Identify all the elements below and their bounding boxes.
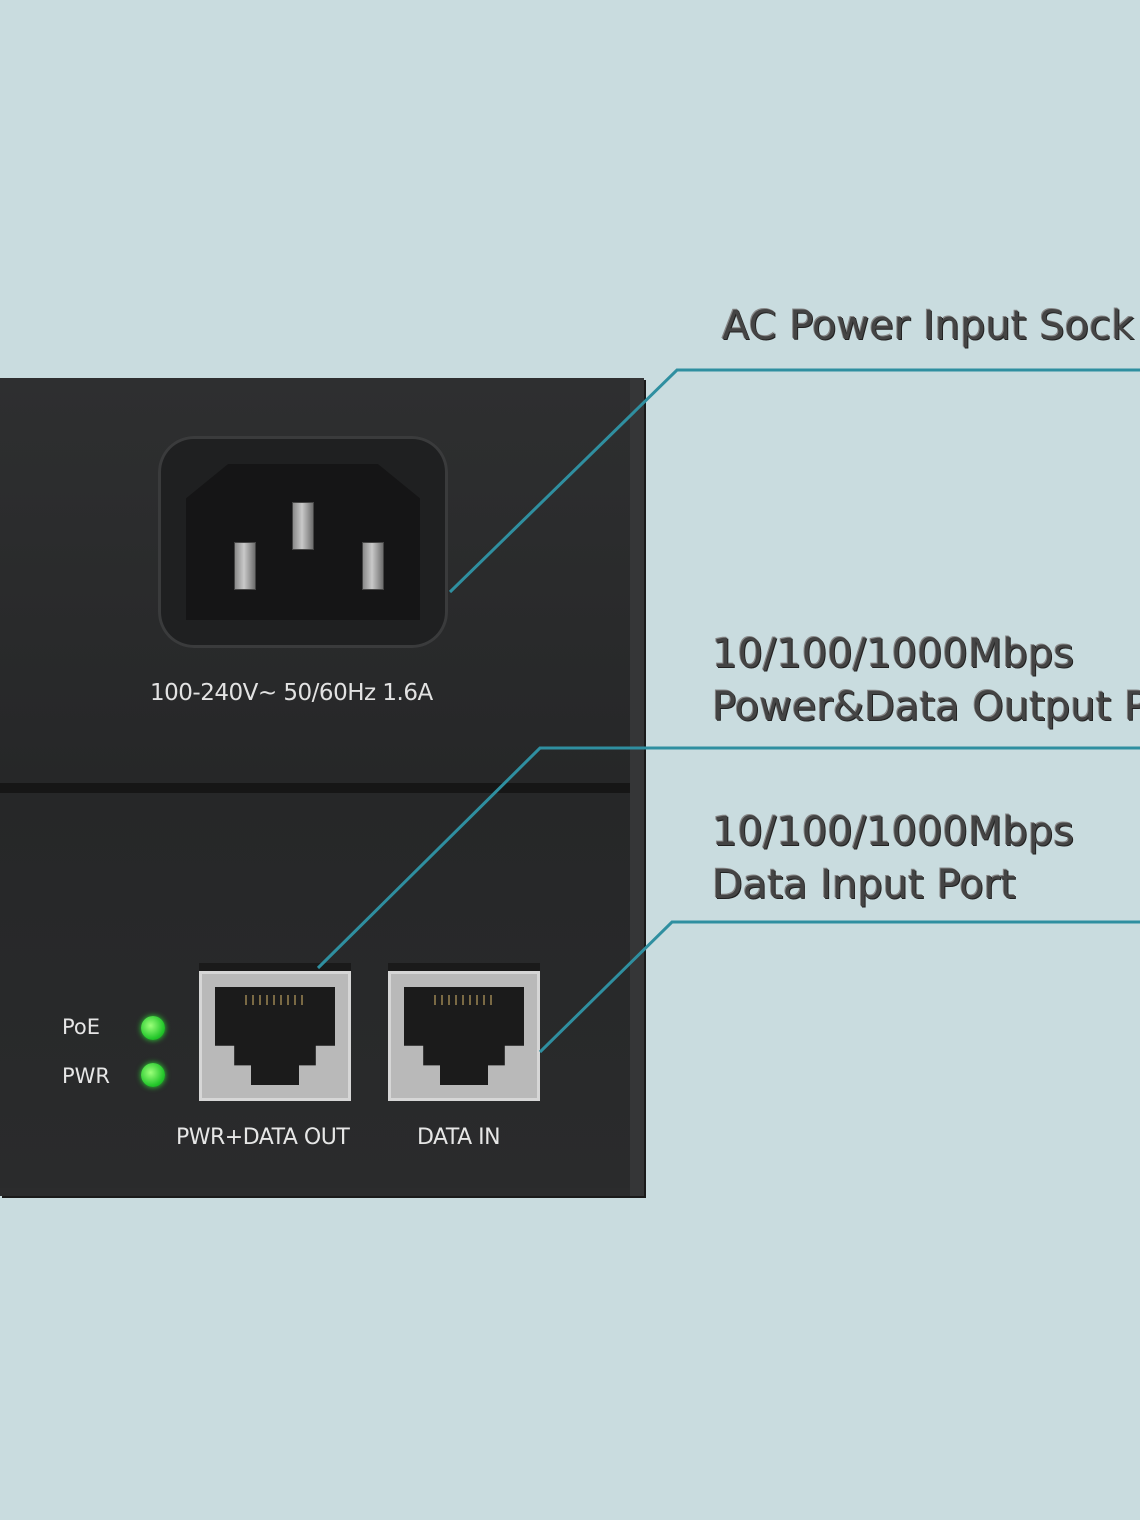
ac-power-socket — [158, 436, 448, 648]
ground-pin — [292, 502, 314, 550]
port-label-pwr-data-out: PWR+DATA OUT — [176, 1125, 350, 1150]
device-side-edge — [630, 378, 644, 1196]
port-section: PoE PWR PWR+DATA OUT DATA IN — [0, 793, 630, 1188]
port-label-data-in: DATA IN — [417, 1125, 501, 1150]
callout-output-port: 10/100/1000Mbps Power&Data Output P — [712, 628, 1140, 734]
callout-input-port: 10/100/1000Mbps Data Input Port — [712, 806, 1074, 912]
poe-injector-device: 100-240V~ 50/60Hz 1.6A PoE PWR PWR+DATA … — [0, 378, 644, 1196]
power-section: 100-240V~ 50/60Hz 1.6A — [0, 378, 630, 793]
callout-output-port-title: Power&Data Output P — [712, 683, 1140, 730]
rj45-contacts — [434, 995, 494, 1005]
pwr-led-indicator — [141, 1063, 165, 1087]
callout-input-port-title: Data Input Port — [712, 861, 1016, 908]
leader-line-input-port — [538, 920, 1140, 1054]
data-in-port — [388, 971, 540, 1101]
callout-input-port-speed: 10/100/1000Mbps — [712, 809, 1075, 855]
power-rating-label: 100-240V~ 50/60Hz 1.6A — [150, 680, 433, 706]
callout-output-port-speed: 10/100/1000Mbps — [712, 631, 1075, 677]
pwr-data-out-port — [199, 971, 351, 1101]
leader-line-ac-socket — [448, 368, 1140, 594]
poe-led-indicator — [141, 1016, 165, 1040]
led-label-poe: PoE — [62, 1015, 101, 1039]
neutral-pin — [362, 542, 384, 590]
rj45-contacts — [245, 995, 305, 1005]
live-pin — [234, 542, 256, 590]
led-label-pwr: PWR — [62, 1064, 111, 1088]
ac-socket-cavity — [186, 464, 420, 620]
callout-ac-power-input-socket: AC Power Input Sock — [722, 303, 1135, 349]
leader-line-output-port — [316, 746, 1140, 970]
